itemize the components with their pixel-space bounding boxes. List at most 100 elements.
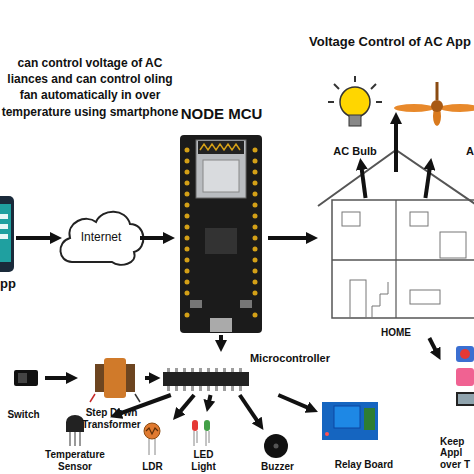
nodemcu-illustration: [253, 247, 258, 252]
chip-icon: [175, 368, 178, 372]
node-label: A: [400, 145, 474, 158]
fan-icon: [436, 82, 439, 100]
transformer-icon: [90, 394, 95, 402]
nodemcu-illustration: [200, 144, 240, 150]
node-label: Buzzer: [250, 461, 305, 473]
fan-icon: [394, 82, 474, 126]
nodemcu-illustration: [253, 236, 258, 241]
smartphone-icon: [0, 196, 14, 272]
relay-board-icon: [322, 402, 378, 440]
temperature-sensor: Temperature Sensor: [40, 413, 110, 472]
relay-board-icon: [334, 406, 360, 428]
appliance-icons: [460, 349, 470, 359]
nodemcu-illustration: [253, 181, 258, 186]
node-label: LDR: [130, 461, 175, 473]
flow-arrow: [219, 335, 223, 344]
bulb-icon: [349, 115, 361, 126]
house-illustration: [395, 200, 396, 318]
temperature-sensor-icon: [66, 415, 84, 432]
chip-icon: [183, 386, 186, 391]
relay-board: Relay Board: [318, 398, 410, 470]
ac-bulb: AC Bulb: [325, 78, 385, 158]
nodemcu-illustration: [185, 170, 190, 175]
led-light: LED Light: [182, 412, 225, 472]
relay-board-icon: [364, 408, 375, 430]
chip-icon: [231, 368, 234, 372]
nodemcu-illustration: [253, 313, 258, 318]
appliance-icons: [456, 368, 474, 386]
fan-icon: [431, 100, 443, 112]
flow-arrow: [268, 236, 310, 240]
chip-icon: [215, 386, 218, 391]
relay-board-icon: [325, 432, 329, 436]
diagram-title: Voltage Control of AC App: [309, 34, 471, 49]
appliance-icons: [458, 394, 474, 404]
bulb-icon: [354, 76, 356, 82]
bulb-icon: [371, 84, 376, 89]
chip-icon: [215, 368, 218, 372]
temperature-sensor-icon: [66, 415, 84, 446]
chip-icon: [223, 368, 226, 372]
led-icon: [192, 420, 198, 431]
appliance-group: Keep Appl over T: [440, 360, 474, 470]
flow-arrow: [16, 236, 54, 240]
nodemcu-illustration: [185, 159, 190, 164]
chip-icon: [239, 368, 242, 372]
fan-icon: [440, 104, 474, 112]
chip-icon: [199, 386, 202, 391]
step-down-transformer: Step Down Transformer: [78, 355, 145, 430]
switch-icon: [18, 373, 27, 383]
nodemcu-illustration: [205, 228, 237, 254]
nodemcu-illustration: [196, 140, 246, 198]
ldr-icon: [144, 423, 160, 455]
house-illustration: [350, 280, 366, 318]
nodemcu-illustration: [180, 135, 262, 333]
flow-arrow: [178, 395, 194, 414]
nodemcu-illustration: [185, 181, 190, 186]
smartphone-icon: [0, 196, 14, 272]
led-icon: [194, 431, 195, 446]
appliance-icons: [456, 392, 474, 406]
switch-icon: [14, 370, 38, 386]
smartphone-icon: [0, 204, 11, 262]
node-label: Relay Board: [318, 459, 410, 471]
nodemcu-illustration: [253, 203, 258, 208]
ldr-sensor: LDR: [130, 420, 175, 472]
temperature-sensor-icon: [79, 432, 81, 446]
nodemcu-illustration: [180, 135, 262, 333]
nodemcu-illustration: [185, 313, 190, 318]
nodemcu-illustration: [185, 236, 190, 241]
ldr-icon: [146, 428, 158, 434]
flow-arrow: [140, 236, 167, 240]
led-icon: [197, 431, 198, 443]
fan-icon: [394, 104, 434, 112]
nodemcu-illustration: [253, 291, 258, 296]
chip-icon: [191, 386, 194, 391]
led-icon: [192, 420, 210, 446]
nodemcu-illustration: [185, 225, 190, 230]
bulb-icon: [328, 76, 382, 126]
ldr-icon: [155, 439, 156, 455]
buzzer-icon: [264, 434, 288, 458]
internet-cloud-shape: [60, 212, 143, 265]
nodemcu-illustration: [253, 258, 258, 263]
led-icon: [209, 431, 210, 443]
nodemcu-illustration: [185, 203, 190, 208]
chip-icon: [183, 368, 186, 372]
nodemcu-illustration: [185, 247, 190, 252]
transformer-icon: [90, 358, 140, 402]
nodemcu-illustration: [253, 192, 258, 197]
nodemcu-illustration: [253, 225, 258, 230]
flow-arrow: [425, 166, 430, 198]
nodemcu-illustration: [185, 192, 190, 197]
internet-cloud-shape: [60, 212, 143, 265]
nodemcu-illustration: [210, 318, 232, 332]
switch-component: Switch: [2, 365, 45, 420]
smartphone-icon: [0, 234, 8, 239]
led-icon: [204, 420, 210, 431]
flow-arrow: [240, 395, 259, 423]
nodemcu-board: NODE MCU: [175, 105, 268, 335]
house-illustration: [332, 259, 474, 261]
temperature-sensor-icon: [74, 432, 76, 446]
